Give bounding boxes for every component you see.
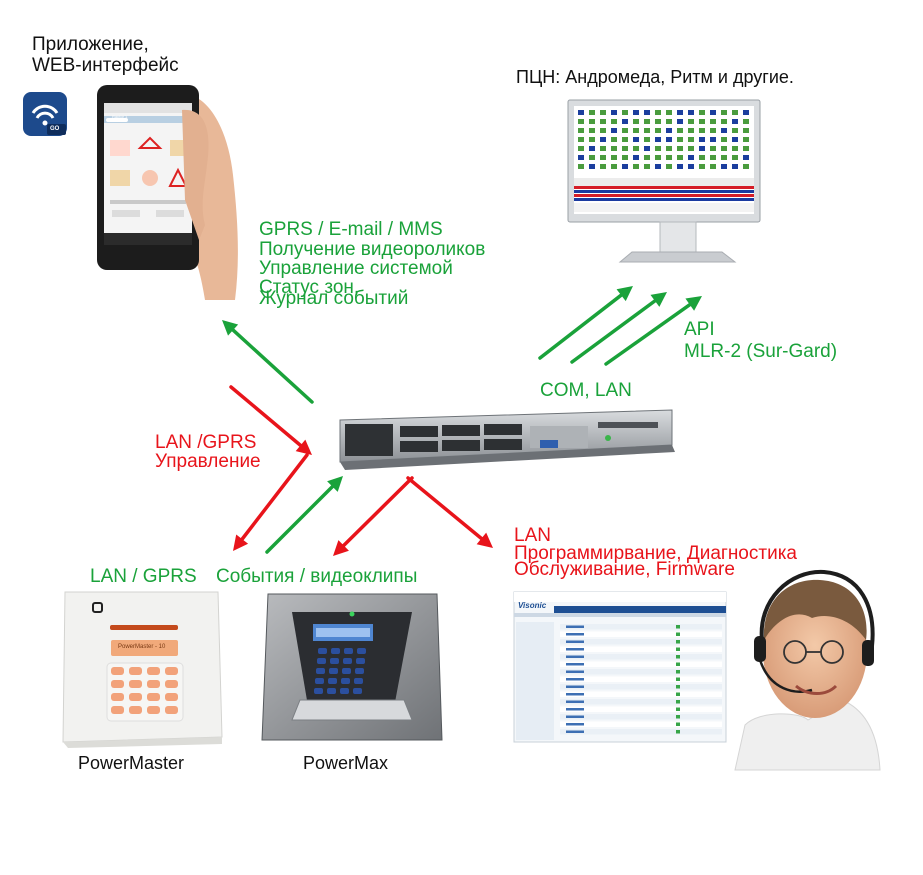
lan-service-line1: LAN [514, 525, 551, 546]
arrow-6 [233, 453, 309, 551]
phone-tab-label: Raptor 1 [112, 114, 128, 119]
smartphone-icon [97, 85, 238, 300]
mlr-label: MLR-2 (Sur-Gard) [684, 341, 838, 362]
powermaster-label: PowerMaster [78, 753, 185, 773]
gprs-feature-5: Журнал событий [259, 288, 409, 309]
arrow-3 [570, 292, 667, 364]
gprs-feature-2: Получение видеороликов [259, 239, 486, 260]
api-label: API [684, 319, 715, 340]
arrow-2 [538, 286, 633, 360]
events-label: События / видеоклипы [216, 566, 418, 587]
operator-headset-icon [734, 569, 881, 771]
gprs-feature-1: GPRS / E-mail / MMS [259, 219, 443, 240]
control-panel-icon [62, 591, 223, 748]
arrow-4 [604, 296, 702, 366]
app-label-line2: WEB-интерфейс [32, 55, 179, 76]
com-lan-label: COM, LAN [540, 380, 632, 401]
server-icon [339, 409, 675, 470]
lan-gprs-control-line2: Управление [155, 451, 261, 472]
gprs-feature-3: Управление системой [259, 258, 453, 279]
arrow-5 [229, 385, 312, 455]
arrow-7 [265, 476, 343, 554]
arrows [222, 286, 702, 556]
gprs-feature-4: Статус зон, [259, 277, 360, 298]
lan-service-line2: Программирвание, Диагностика [514, 543, 797, 564]
app-label-line1: Приложение, [32, 34, 149, 55]
monitor-icon [567, 99, 761, 263]
powermax-label: PowerMax [303, 753, 389, 773]
pcn-label: ПЦН: Андромеда, Ритм и другие. [516, 67, 794, 87]
software-window-icon [513, 591, 727, 743]
wifi-icon [23, 92, 67, 136]
lan-gprs-bottom-label: LAN / GPRS [90, 566, 197, 587]
arrow-8 [333, 476, 414, 556]
arrow-1 [222, 320, 314, 404]
lan-gprs-control-line1: LAN /GPRS [155, 432, 257, 453]
powermaster-display-text: PowerMaster - 10 [118, 644, 166, 650]
lan-service-line3: Обслуживание, Firmware [514, 559, 735, 580]
arrow-9 [406, 476, 493, 548]
keypad-icon [261, 593, 443, 741]
software-logo-text: Visonic [518, 601, 547, 610]
app-logo-badge: GO [50, 126, 60, 132]
